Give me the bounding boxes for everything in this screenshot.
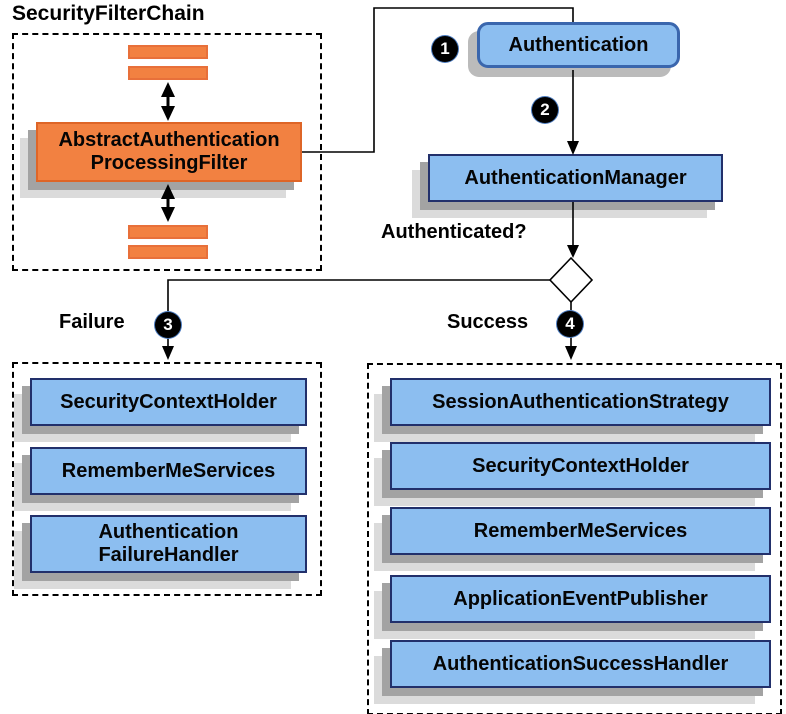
filter-to-authentication-connector	[302, 7, 574, 153]
step-3-badge: 3	[155, 312, 181, 338]
session-authentication-strategy-box: SessionAuthenticationStrategy	[390, 378, 771, 426]
filter-placeholder-bar	[128, 245, 208, 259]
authentication-failure-handler-box: Authentication FailureHandler	[30, 515, 307, 573]
success-label: Success	[447, 311, 529, 333]
step-4-badge: 4	[557, 311, 583, 337]
security-context-holder-success-box: SecurityContextHolder	[390, 442, 771, 490]
authentication-success-handler-box: AuthenticationSuccessHandler	[390, 640, 771, 688]
step-1-badge: 1	[432, 36, 458, 62]
filter-placeholder-bar	[128, 66, 208, 80]
authentication-manager-box: AuthenticationManager	[428, 154, 723, 202]
step-2-badge: 2	[532, 97, 558, 123]
failure-panel	[12, 362, 322, 596]
filter-placeholder-bar	[128, 45, 208, 59]
authenticated-question-label: Authenticated?	[381, 221, 527, 243]
decision-diamond	[548, 256, 594, 304]
remember-me-services-failure-box: RememberMeServices	[30, 447, 307, 495]
abstract-authentication-processing-filter-box: AbstractAuthentication ProcessingFilter	[36, 122, 302, 182]
security-context-holder-failure-box: SecurityContextHolder	[30, 378, 307, 426]
filter-chain-lower-double-arrow	[161, 184, 175, 222]
failure-label: Failure	[59, 311, 125, 333]
authentication-to-manager-arrow	[567, 70, 579, 155]
manager-to-decision-arrow	[567, 202, 579, 258]
authentication-box: Authentication	[477, 22, 680, 68]
filter-placeholder-bar	[128, 225, 208, 239]
remember-me-services-success-box: RememberMeServices	[390, 507, 771, 555]
security-filter-chain-title: SecurityFilterChain	[12, 2, 205, 25]
application-event-publisher-box: ApplicationEventPublisher	[390, 575, 771, 623]
filter-chain-upper-double-arrow	[161, 82, 175, 121]
